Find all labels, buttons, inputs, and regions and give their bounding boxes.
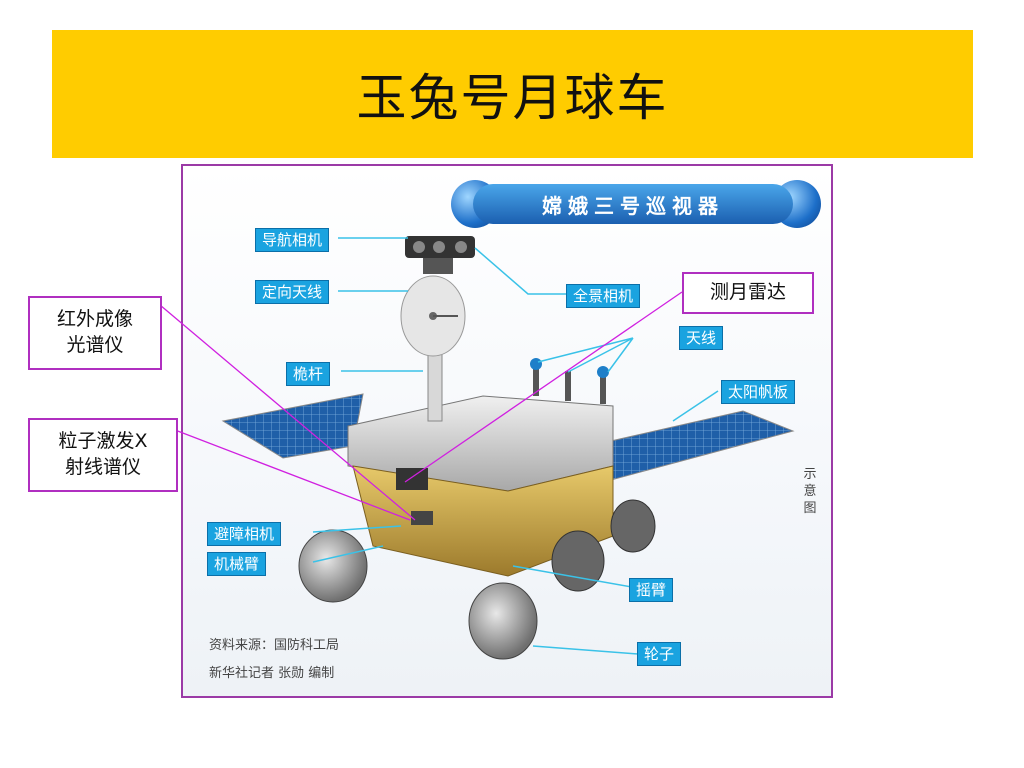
callout-xray-line-2: 射线谱仪 <box>64 456 141 478</box>
figure-banner: 嫦娥三号巡视器 <box>473 184 793 224</box>
label-rocker-arm: 摇臂 <box>629 578 674 602</box>
label-wheel: 轮子 <box>637 642 682 666</box>
label-directional-antenna: 定向天线 <box>255 280 330 304</box>
callout-infrared-line-1: 红外成像 <box>56 308 133 330</box>
label-nav-camera: 导航相机 <box>255 228 330 252</box>
left-solar-panel <box>221 393 364 459</box>
label-antenna: 天线 <box>679 326 724 350</box>
slide-title: 玉兔号月球车 <box>356 69 669 127</box>
label-panoramic-camera: 全景相机 <box>566 284 641 308</box>
source-line-1: 资料来源：国防科工局 <box>209 638 340 653</box>
callout-xray-line-1: 粒子激发X <box>58 430 148 452</box>
apxs-unit <box>411 511 433 525</box>
label-hazard-camera: 避障相机 <box>207 522 282 546</box>
rover-diagram: 嫦娥三号巡视器 导航相机 定向天线 桅杆 全景相机 天线 太阳帆板 避障相机 机… <box>181 164 833 698</box>
callout-lunar-radar: 测月雷达 <box>682 272 814 314</box>
radar-unit <box>396 468 428 490</box>
wheels <box>298 499 656 660</box>
title-bar: 玉兔号月球车 <box>52 30 973 158</box>
label-mast: 桅杆 <box>286 362 331 386</box>
callout-apxs: 粒子激发X 射线谱仪 <box>28 418 178 492</box>
callout-infrared-line-2: 光谱仪 <box>66 334 124 356</box>
side-note: 示意图 <box>803 467 817 516</box>
source-line-2: 新华社记者 张勋 编制 <box>209 666 335 681</box>
callout-radar-text: 测月雷达 <box>709 281 786 303</box>
label-robotic-arm: 机械臂 <box>207 552 267 576</box>
callout-infrared-spectrometer: 红外成像 光谱仪 <box>28 296 162 370</box>
label-solar-panel: 太阳帆板 <box>721 380 796 404</box>
